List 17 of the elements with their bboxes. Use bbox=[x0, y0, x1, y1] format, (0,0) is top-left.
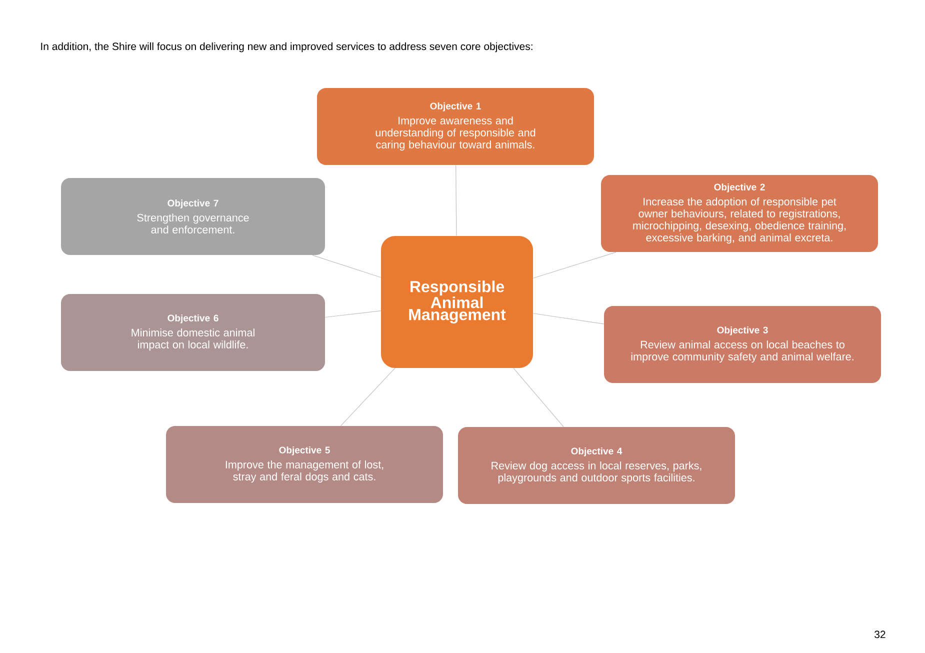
connector-line bbox=[312, 254, 382, 278]
objective-box: Objective 5 Improve the management of lost, stray and feral dogs and cats. bbox=[166, 426, 443, 503]
connector-line bbox=[324, 310, 382, 318]
connector-line bbox=[532, 313, 604, 324]
connector-line bbox=[340, 368, 396, 426]
connector-line bbox=[513, 368, 564, 428]
central-box: Responsible Animal Management bbox=[381, 236, 533, 368]
objective-box: Objective 7 Strengthen governance and enforcement. bbox=[61, 178, 325, 255]
objective-box: Objective 1 Improve awareness and understanding of responsible and caring behaviour toward animals. bbox=[317, 88, 594, 165]
connector-line bbox=[456, 164, 457, 236]
page-number: 32 bbox=[874, 630, 886, 638]
objective-box: Objective 3 Review animal access on local beaches to improve community safety and animal welfare. bbox=[604, 306, 882, 383]
intro-text: In addition, the Shire will focus on delivering new and improved services to address seven core objectives: bbox=[41, 42, 532, 52]
objective-box: Objective 4 Review dog access in local reserves, parks, playgrounds and outdoor sports facilities. bbox=[458, 427, 735, 504]
connector-line bbox=[532, 252, 616, 278]
objective-box: Objective 6 Minimise domestic animal impact on local wildlife. bbox=[61, 294, 325, 371]
objective-box: Objective 2 Increase the adoption of responsible pet owner behaviours, related to registrations, microchipping, desexing, obedience training, excessive barking, and animal excreta. bbox=[601, 175, 878, 252]
